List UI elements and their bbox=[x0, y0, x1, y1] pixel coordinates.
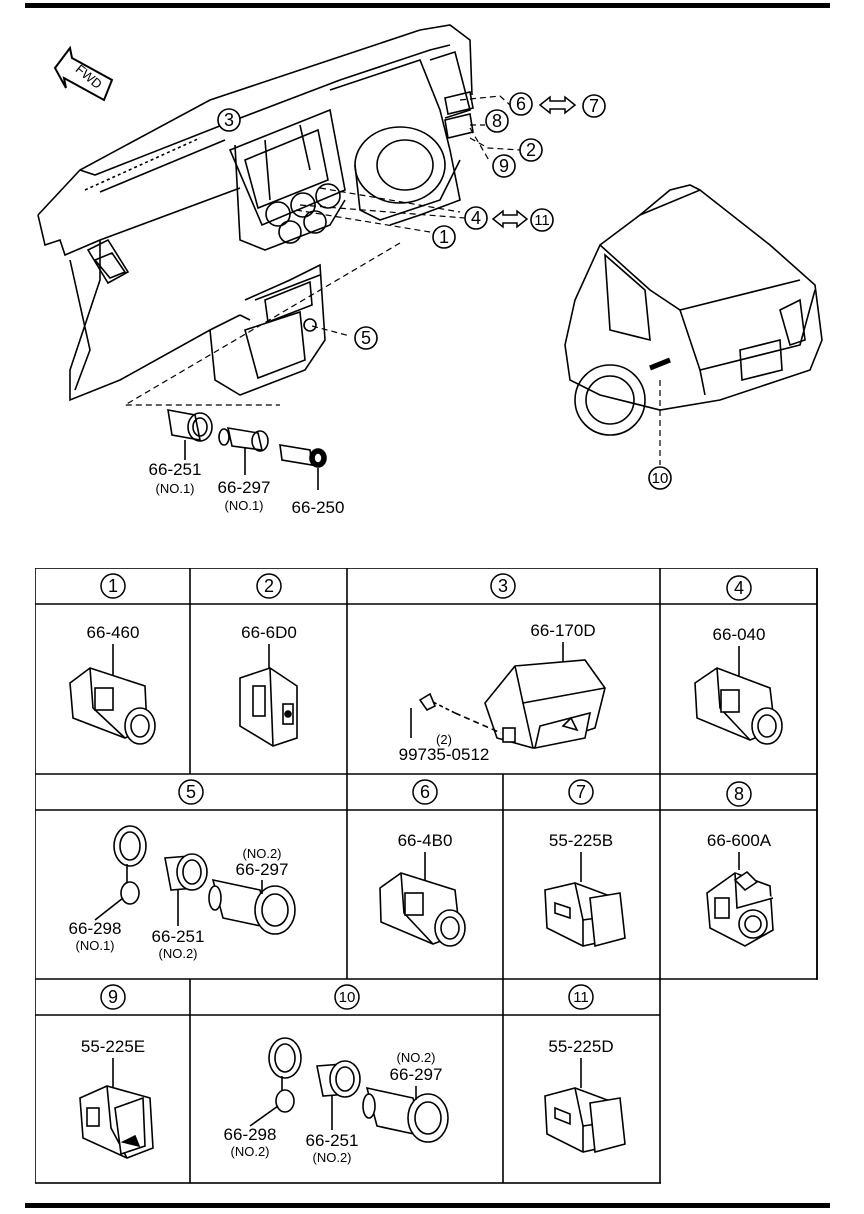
cell-2-number: 2 bbox=[264, 576, 274, 596]
socket-cap-icon bbox=[249, 1037, 302, 1127]
cell-1-part-number: 66-460 bbox=[87, 623, 140, 642]
cell-4-part-number: 66-040 bbox=[713, 625, 766, 644]
cell-8-number: 8 bbox=[734, 784, 744, 804]
callout-11: 11 bbox=[534, 212, 550, 229]
callout-10: 10 bbox=[652, 470, 669, 487]
socket-ring-icon bbox=[164, 853, 208, 926]
interchange-arrow-icon bbox=[491, 95, 577, 229]
cell-5-cap-number: 66-298 bbox=[69, 919, 122, 938]
cell-10-plug-number: 66-297 bbox=[390, 1065, 443, 1084]
top-rule bbox=[25, 3, 830, 8]
cell-11-part-number: 55-225D bbox=[548, 1037, 613, 1056]
fwd-arrow-icon bbox=[53, 45, 114, 102]
socket-body-note: (NO.1) bbox=[156, 481, 195, 496]
callout-7: 7 bbox=[589, 96, 599, 116]
switch-66-040-icon bbox=[694, 646, 783, 745]
switch-55-225D-icon bbox=[544, 1058, 626, 1154]
cell-5-number: 5 bbox=[186, 782, 196, 802]
cell-7-part-number: 55-225B bbox=[549, 831, 613, 850]
bottom-rule bbox=[25, 1203, 830, 1208]
cell-10-number: 10 bbox=[339, 989, 356, 1006]
callout-6: 6 bbox=[516, 94, 526, 114]
cell-9-part-number: 55-225E bbox=[81, 1037, 145, 1056]
cell-3-part-number: 66-170D bbox=[530, 621, 595, 640]
callout-2: 2 bbox=[526, 140, 536, 160]
callout-5: 5 bbox=[361, 328, 371, 348]
cell-5-cap-note: (NO.1) bbox=[76, 938, 115, 953]
cell-11-number: 11 bbox=[573, 989, 589, 1006]
cell-6-number: 6 bbox=[420, 782, 430, 802]
cell-7-number: 7 bbox=[576, 782, 586, 802]
socket-plug-note: (NO.1) bbox=[225, 498, 264, 513]
socket-cap-icon bbox=[94, 825, 147, 921]
cell-10-cap-note: (NO.2) bbox=[231, 1144, 270, 1159]
socket-body-part-number: 66-251 bbox=[149, 460, 202, 479]
cell-9-number: 9 bbox=[108, 987, 118, 1007]
switch-66-4B0-icon bbox=[379, 852, 466, 947]
socket-plug-icon bbox=[218, 427, 269, 452]
cell-10-plug-note: (NO.2) bbox=[397, 1050, 436, 1065]
switch-66-6D0-icon bbox=[239, 644, 298, 747]
callout-9: 9 bbox=[499, 156, 509, 176]
mirror-switch-icon bbox=[706, 852, 774, 947]
socket-body-icon bbox=[167, 409, 213, 442]
hazard-switch-icon bbox=[410, 642, 606, 750]
cell-8-part-number: 66-600A bbox=[707, 831, 772, 850]
socket-plug-part-number: 66-297 bbox=[218, 478, 271, 497]
dashboard-overview-illustration: FWD 3 6 7 8 2 9 4 11 1 5 10 66-251 (NO.1… bbox=[37, 24, 823, 517]
switch-66-460-icon bbox=[69, 644, 156, 745]
cell-5-plug-number: 66-297 bbox=[236, 860, 289, 879]
callout-4: 4 bbox=[471, 208, 481, 228]
cell-10-ring-note: (NO.2) bbox=[313, 1150, 352, 1165]
cell-5-plug-note: (NO.2) bbox=[243, 846, 282, 861]
lighter-part-number: 66-250 bbox=[292, 498, 345, 517]
callout-3: 3 bbox=[224, 110, 234, 130]
cell-6-part-number: 66-4B0 bbox=[398, 831, 453, 850]
vehicle-rear-icon bbox=[564, 184, 823, 436]
switch-55-225E-icon bbox=[79, 1058, 154, 1159]
socket-ring-icon bbox=[316, 1060, 361, 1130]
cell-3-screw-number: 99735-0512 bbox=[399, 745, 490, 764]
cell-1-number: 1 bbox=[108, 576, 118, 596]
cell-2-part-number: 66-6D0 bbox=[241, 623, 297, 642]
callout-1: 1 bbox=[439, 227, 449, 247]
switch-55-225B-icon bbox=[544, 852, 626, 948]
socket-plug-icon bbox=[362, 1086, 449, 1143]
cell-10-ring-number: 66-251 bbox=[306, 1131, 359, 1150]
cell-5-ring-note: (NO.2) bbox=[159, 946, 198, 961]
callout-8: 8 bbox=[492, 111, 502, 131]
lighter-icon bbox=[279, 444, 327, 468]
socket-plug-icon bbox=[208, 878, 296, 935]
cell-10-cap-number: 66-298 bbox=[224, 1125, 277, 1144]
cell-4-number: 4 bbox=[734, 578, 744, 598]
cell-3-number: 3 bbox=[498, 576, 508, 596]
cell-3-screw-qty: (2) bbox=[436, 732, 452, 747]
parts-grid: 1 2 3 4 5 6 7 8 9 10 11 66-460 66-6D0 66… bbox=[35, 568, 819, 1188]
cell-5-ring-number: 66-251 bbox=[152, 927, 205, 946]
